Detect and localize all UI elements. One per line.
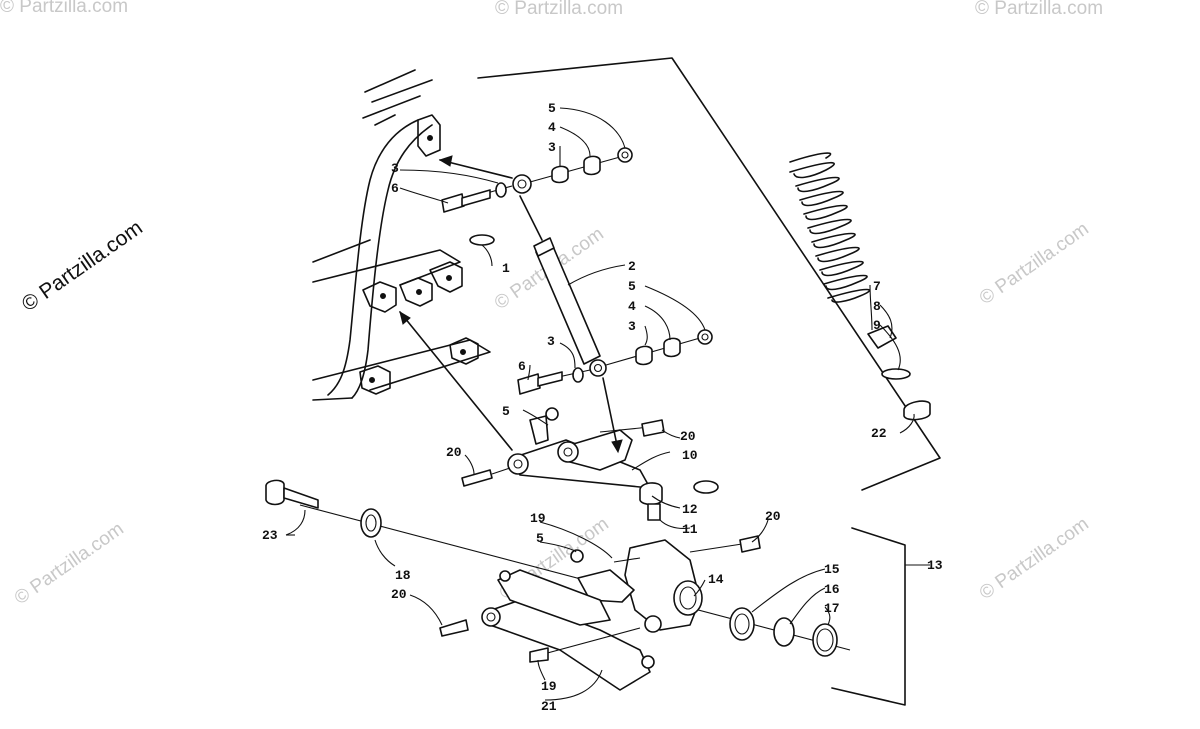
callout-label: 20: [765, 509, 781, 524]
callout-label: 1: [502, 261, 510, 276]
callout-label: 5: [628, 279, 636, 294]
upper-shock-hardware: [438, 147, 633, 246]
lower-shock-hardware: [517, 329, 713, 395]
callout-label: 8: [873, 299, 881, 314]
callout-label: 3: [548, 140, 556, 155]
watermark-main: © Partzilla.com: [18, 216, 147, 316]
callout-label: 5: [502, 404, 510, 419]
callout-label: 16: [824, 582, 840, 597]
callout-label: 4: [628, 299, 636, 314]
coil-spring: [789, 152, 931, 421]
callout-label: 21: [541, 699, 557, 714]
callout-label: 9: [873, 318, 881, 333]
callout-label: 5: [536, 531, 544, 546]
watermark-faint: © Partzilla.com: [11, 518, 128, 609]
upper-a-arm: [399, 310, 719, 521]
callout-label: 19: [530, 511, 546, 526]
callout-label: 17: [824, 601, 840, 616]
callout-label: 11: [682, 522, 698, 537]
callout-label: 20: [446, 445, 462, 460]
callout-label: 18: [395, 568, 411, 583]
callout-label: 3: [391, 161, 399, 176]
watermark-faint: © Partzilla.com: [495, 0, 623, 19]
callout-label: 5: [548, 101, 556, 116]
hub-assembly: [729, 527, 906, 706]
watermark-faint: © Partzilla.com: [976, 513, 1093, 604]
callout-label: 19: [541, 679, 557, 694]
callout-label: 13: [927, 558, 943, 573]
callout-label: 6: [391, 181, 399, 196]
watermark-faint: © Partzilla.com: [975, 0, 1103, 19]
callout-label: 23: [262, 528, 278, 543]
watermark-faint: © Partzilla.com: [0, 0, 128, 17]
steering-knuckle: [570, 535, 761, 631]
callout-label: 7: [873, 279, 881, 294]
lower-a-arm: [439, 569, 662, 691]
callout-label: 22: [871, 426, 887, 441]
callout-label: 3: [547, 334, 555, 349]
callout-label: 6: [518, 359, 526, 374]
frame: [312, 69, 491, 401]
callout-label: 2: [628, 259, 636, 274]
callout-label: 10: [682, 448, 698, 463]
shock-absorber: [512, 174, 607, 377]
callout-labels: 1 2 3 3 3 3 4 4 5 5 5 5 6 6 7 8 9 10 11 …: [262, 101, 943, 714]
spindle-axle: [265, 479, 851, 651]
callout-label: 3: [628, 319, 636, 334]
leader-lines: [285, 107, 930, 701]
callout-label: 20: [680, 429, 696, 444]
watermark-group: © Partzilla.com © Partzilla.com © Partzi…: [0, 0, 1103, 609]
shock-group-outline: [477, 57, 941, 491]
callout-label: 20: [391, 587, 407, 602]
watermark-faint: © Partzilla.com: [976, 218, 1093, 309]
callout-label: 14: [708, 572, 724, 587]
callout-label: 4: [548, 120, 556, 135]
callout-label: 15: [824, 562, 840, 577]
callout-label: 12: [682, 502, 698, 517]
